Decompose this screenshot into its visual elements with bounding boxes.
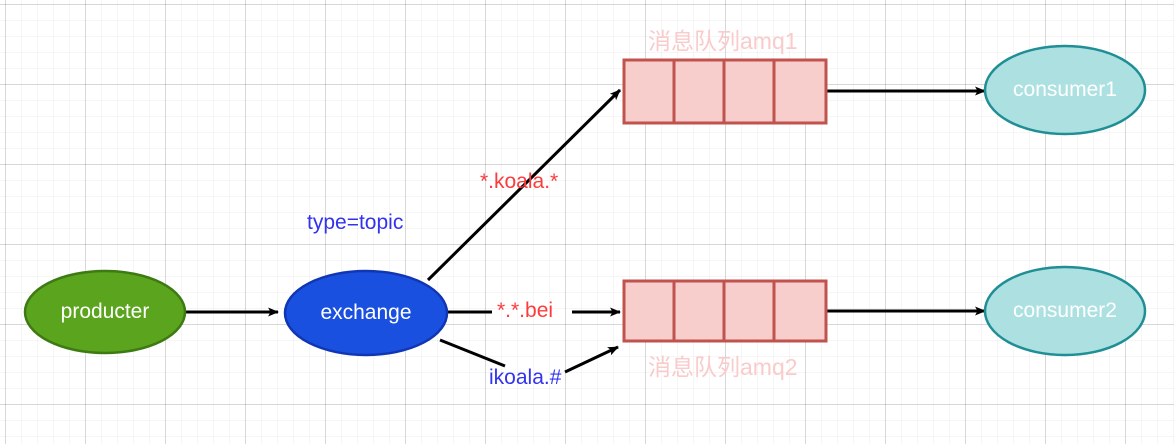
node-consumer1[interactable] xyxy=(983,44,1147,136)
queue2-cell xyxy=(772,279,828,343)
binding-key-koala-label: *.koala.* xyxy=(480,170,559,193)
node-consumer2[interactable] xyxy=(983,265,1147,357)
binding-key-ikoala-label: ikoala.# xyxy=(489,366,562,389)
edge-exchange-to-ikoala-label xyxy=(439,338,506,368)
node-exchange[interactable] xyxy=(283,269,449,357)
edge-exchange-to-queue1 xyxy=(426,88,622,282)
queue1-cell xyxy=(672,58,726,125)
queue1-cell xyxy=(622,58,676,125)
queue2-cell xyxy=(722,279,776,343)
queue2-label: 消息队列amq2 xyxy=(648,354,798,380)
edge-ikoala-to-queue2 xyxy=(564,345,619,374)
queue1-cell xyxy=(722,58,776,125)
node-queue2[interactable] xyxy=(622,279,828,343)
queue1-cell xyxy=(772,58,828,125)
queue2-cell xyxy=(622,279,676,343)
exchange-type-label: type=topic xyxy=(307,211,404,234)
queue1-label: 消息队列amq1 xyxy=(648,28,798,54)
binding-key-bei-label: *.*.bei xyxy=(497,299,554,322)
node-producer[interactable] xyxy=(23,269,187,355)
node-queue1[interactable] xyxy=(622,58,828,125)
queue2-cell xyxy=(672,279,726,343)
